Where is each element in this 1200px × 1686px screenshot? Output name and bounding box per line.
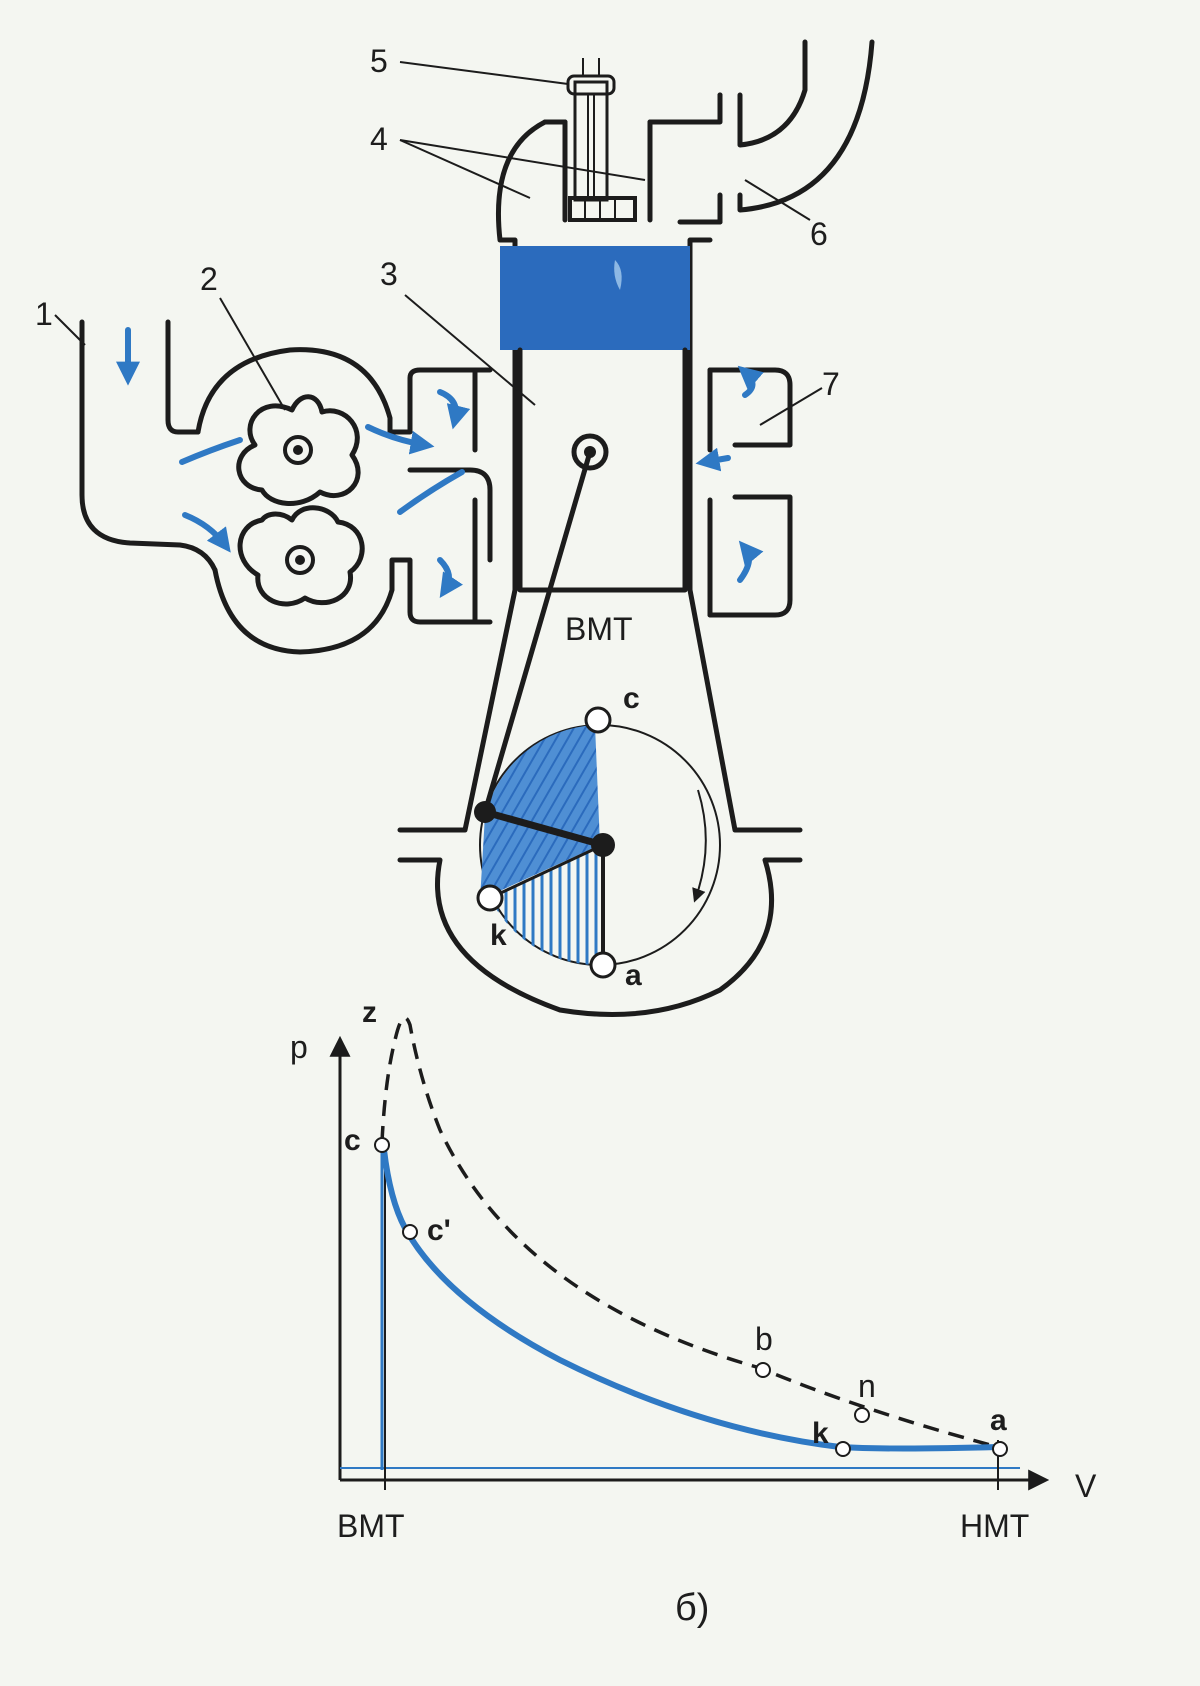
blower-to-cylinder-wall: [407, 467, 493, 563]
pv-label-n: n: [858, 1368, 876, 1404]
pv-point-c-prime: [402, 1224, 418, 1240]
crank-sector-combustion: [480, 725, 600, 900]
crank-label-c: c: [623, 682, 640, 715]
pv-label-c: c: [344, 1124, 361, 1157]
exhaust-valves: [562, 119, 653, 223]
crank-point-k: [476, 884, 504, 912]
flow-arrow-right-up: [737, 365, 764, 398]
flow-arrow-port-down-left: [437, 557, 463, 598]
right-jacket: [707, 367, 793, 618]
piston-skirt: [517, 347, 688, 593]
part-label-5: 5: [370, 43, 388, 79]
crank-point-a: [589, 951, 617, 979]
flow-streak-1: [179, 437, 243, 465]
flow-streak-3: [365, 424, 435, 455]
leader-4b: [399, 139, 646, 181]
flow-arrow-port-up-left: [437, 389, 471, 430]
exhaust-pipe: [717, 39, 808, 148]
pv-label-z: z: [362, 996, 377, 1029]
pv-diagram: p V ВМТ НМТ z c c' b n k a б): [290, 996, 1097, 1629]
flow-arrow-right-mid: [695, 447, 731, 472]
leader-5: [399, 61, 569, 85]
figure-caption: б): [675, 1587, 709, 1629]
piston-crown: [500, 246, 690, 350]
blower-rotor-lower: [237, 505, 365, 607]
part-label-3: 3: [380, 256, 398, 292]
piston-highlight: [614, 260, 622, 290]
crank-line-k: [489, 843, 604, 900]
crankcase: [397, 587, 803, 1017]
leader-3: [404, 294, 536, 406]
compression-curve: [381, 1149, 999, 1452]
part-label-6: 6: [810, 216, 828, 252]
cylinder-wall-left: [495, 119, 548, 593]
pv-axis-v-label: V: [1075, 1468, 1097, 1504]
exhaust-pipe-outer: [717, 39, 875, 225]
pv-label-b: b: [755, 1321, 773, 1357]
crankshaft-center: [591, 833, 615, 857]
blower-casing-lower: [212, 557, 493, 655]
cylinder-head: [542, 92, 723, 125]
engine-tdc-label: ВМТ: [565, 611, 633, 647]
cylinder-wall-right: [687, 237, 713, 593]
leader-6: [744, 179, 811, 221]
wrist-pin: [571, 433, 609, 471]
part-label-1: 1: [35, 296, 53, 332]
leader-1: [54, 314, 86, 346]
crank-label-k: k: [490, 919, 507, 952]
leader-7: [759, 387, 823, 426]
intake-duct: [79, 319, 218, 573]
pv-tdc-label: ВМТ: [337, 1508, 405, 1544]
part-label-7: 7: [822, 366, 840, 402]
leader-4a: [399, 139, 531, 199]
fuel-injector: [566, 58, 616, 202]
pv-label-k: k: [812, 1417, 829, 1450]
leader-2: [219, 297, 286, 411]
flow-arrow-right-down: [737, 540, 764, 583]
blower-casing: [195, 347, 493, 435]
crank-sector-scavenging: [490, 845, 600, 966]
pv-axis-p-label: p: [290, 1029, 308, 1065]
part-label-4: 4: [370, 121, 388, 157]
pv-point-n: [854, 1407, 870, 1423]
crankpin: [474, 801, 496, 823]
pv-label-a: a: [990, 1404, 1007, 1437]
engine-diagram: ВМТ c k a 1 2 3 4 5 6 7: [35, 39, 875, 1017]
crank-arm: [484, 808, 604, 849]
pv-point-b: [755, 1362, 771, 1378]
pv-point-c: [374, 1137, 390, 1153]
connecting-rod: [482, 451, 593, 813]
flow-streak-4: [397, 469, 465, 515]
pv-point-k: [835, 1441, 851, 1457]
crank-point-c: [584, 706, 612, 734]
flow-streak-2: [182, 512, 231, 553]
blower-rotor-upper: [236, 394, 361, 507]
pv-bdc-label: НМТ: [960, 1508, 1029, 1544]
crank-label-a: a: [625, 959, 642, 992]
intake-duct-inner: [165, 319, 201, 435]
expansion-curve: [380, 1015, 999, 1449]
rotation-arrow: [692, 789, 707, 903]
pv-label-c-prime: c': [427, 1214, 451, 1247]
part-label-2: 2: [200, 261, 218, 297]
pv-point-a: [992, 1441, 1008, 1457]
